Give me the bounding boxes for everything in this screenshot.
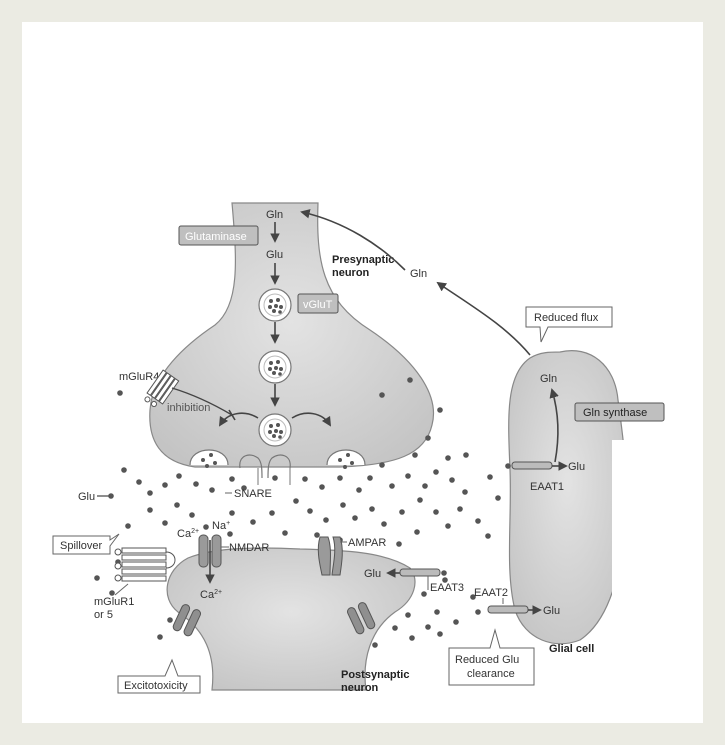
glutaminase-label: Glutaminase [185,231,247,243]
excitotoxicity-label: Excitotoxicity [124,680,188,692]
nmdar-label: NMDAR [229,542,269,554]
ampar-channel [318,537,342,575]
postsynaptic-label-2: neuron [341,682,379,694]
arrow-glial-to-gln [438,283,530,355]
spillover-label: Spillover [60,540,103,552]
figure-panel: Gln Glutaminase Glu vGluT Presynaptic ne… [22,22,703,723]
glial-cell-label: Glial cell [549,643,594,655]
ca-in-label: Ca2+ [177,528,199,540]
glu-eaat3-label: Glu [364,568,381,580]
mglur15-label-2: or 5 [94,609,113,621]
reduced-clearance-label-2: clearance [467,668,515,680]
inhibition-label: inhibition [167,402,210,414]
gln-synthase-label: Gln synthase [583,407,647,419]
reduced-flux-label: Reduced flux [534,312,599,324]
gln-glial-label: Gln [540,373,557,385]
glu-top-label: Glu [266,249,283,261]
mglur15-receptor [115,548,175,581]
glial-cell-cutoff [612,440,632,600]
vesicle-docking [259,414,291,446]
eaat1-transporter [512,462,552,469]
mglur4-label: mGluR4 [119,371,159,383]
gln-path-label: Gln [410,268,427,280]
reduced-clearance-label-1: Reduced Glu [455,654,519,666]
glu-eaat2-label: Glu [543,605,560,617]
eaat2-transporter [488,606,528,613]
presynaptic-label-2: neuron [332,267,370,279]
vglut-label: vGluT [303,299,333,311]
eaat3-label: EAAT3 [430,582,464,594]
ampar-label: AMPAR [348,537,386,549]
eaat3-transporter [400,569,440,576]
gln-top-label: Gln [266,209,283,221]
eaat2-label: EAAT2 [474,587,508,599]
na-in-label: Na+ [212,520,230,532]
presynaptic-label-1: Presynaptic [332,254,394,266]
snare-label: SNARE [234,488,272,500]
mglur15-label-1: mGluR1 [94,596,134,608]
vesicle-filled [259,351,291,383]
eaat1-label: EAAT1 [530,481,564,493]
glu-left-label: Glu [78,491,95,503]
glu-eaat1-label: Glu [568,461,585,473]
postsynaptic-label-1: Postsynaptic [341,669,409,681]
synapse-diagram: Gln Glutaminase Glu vGluT Presynaptic ne… [22,22,703,723]
vesicle-loading [259,289,291,321]
glial-cell [509,351,626,644]
